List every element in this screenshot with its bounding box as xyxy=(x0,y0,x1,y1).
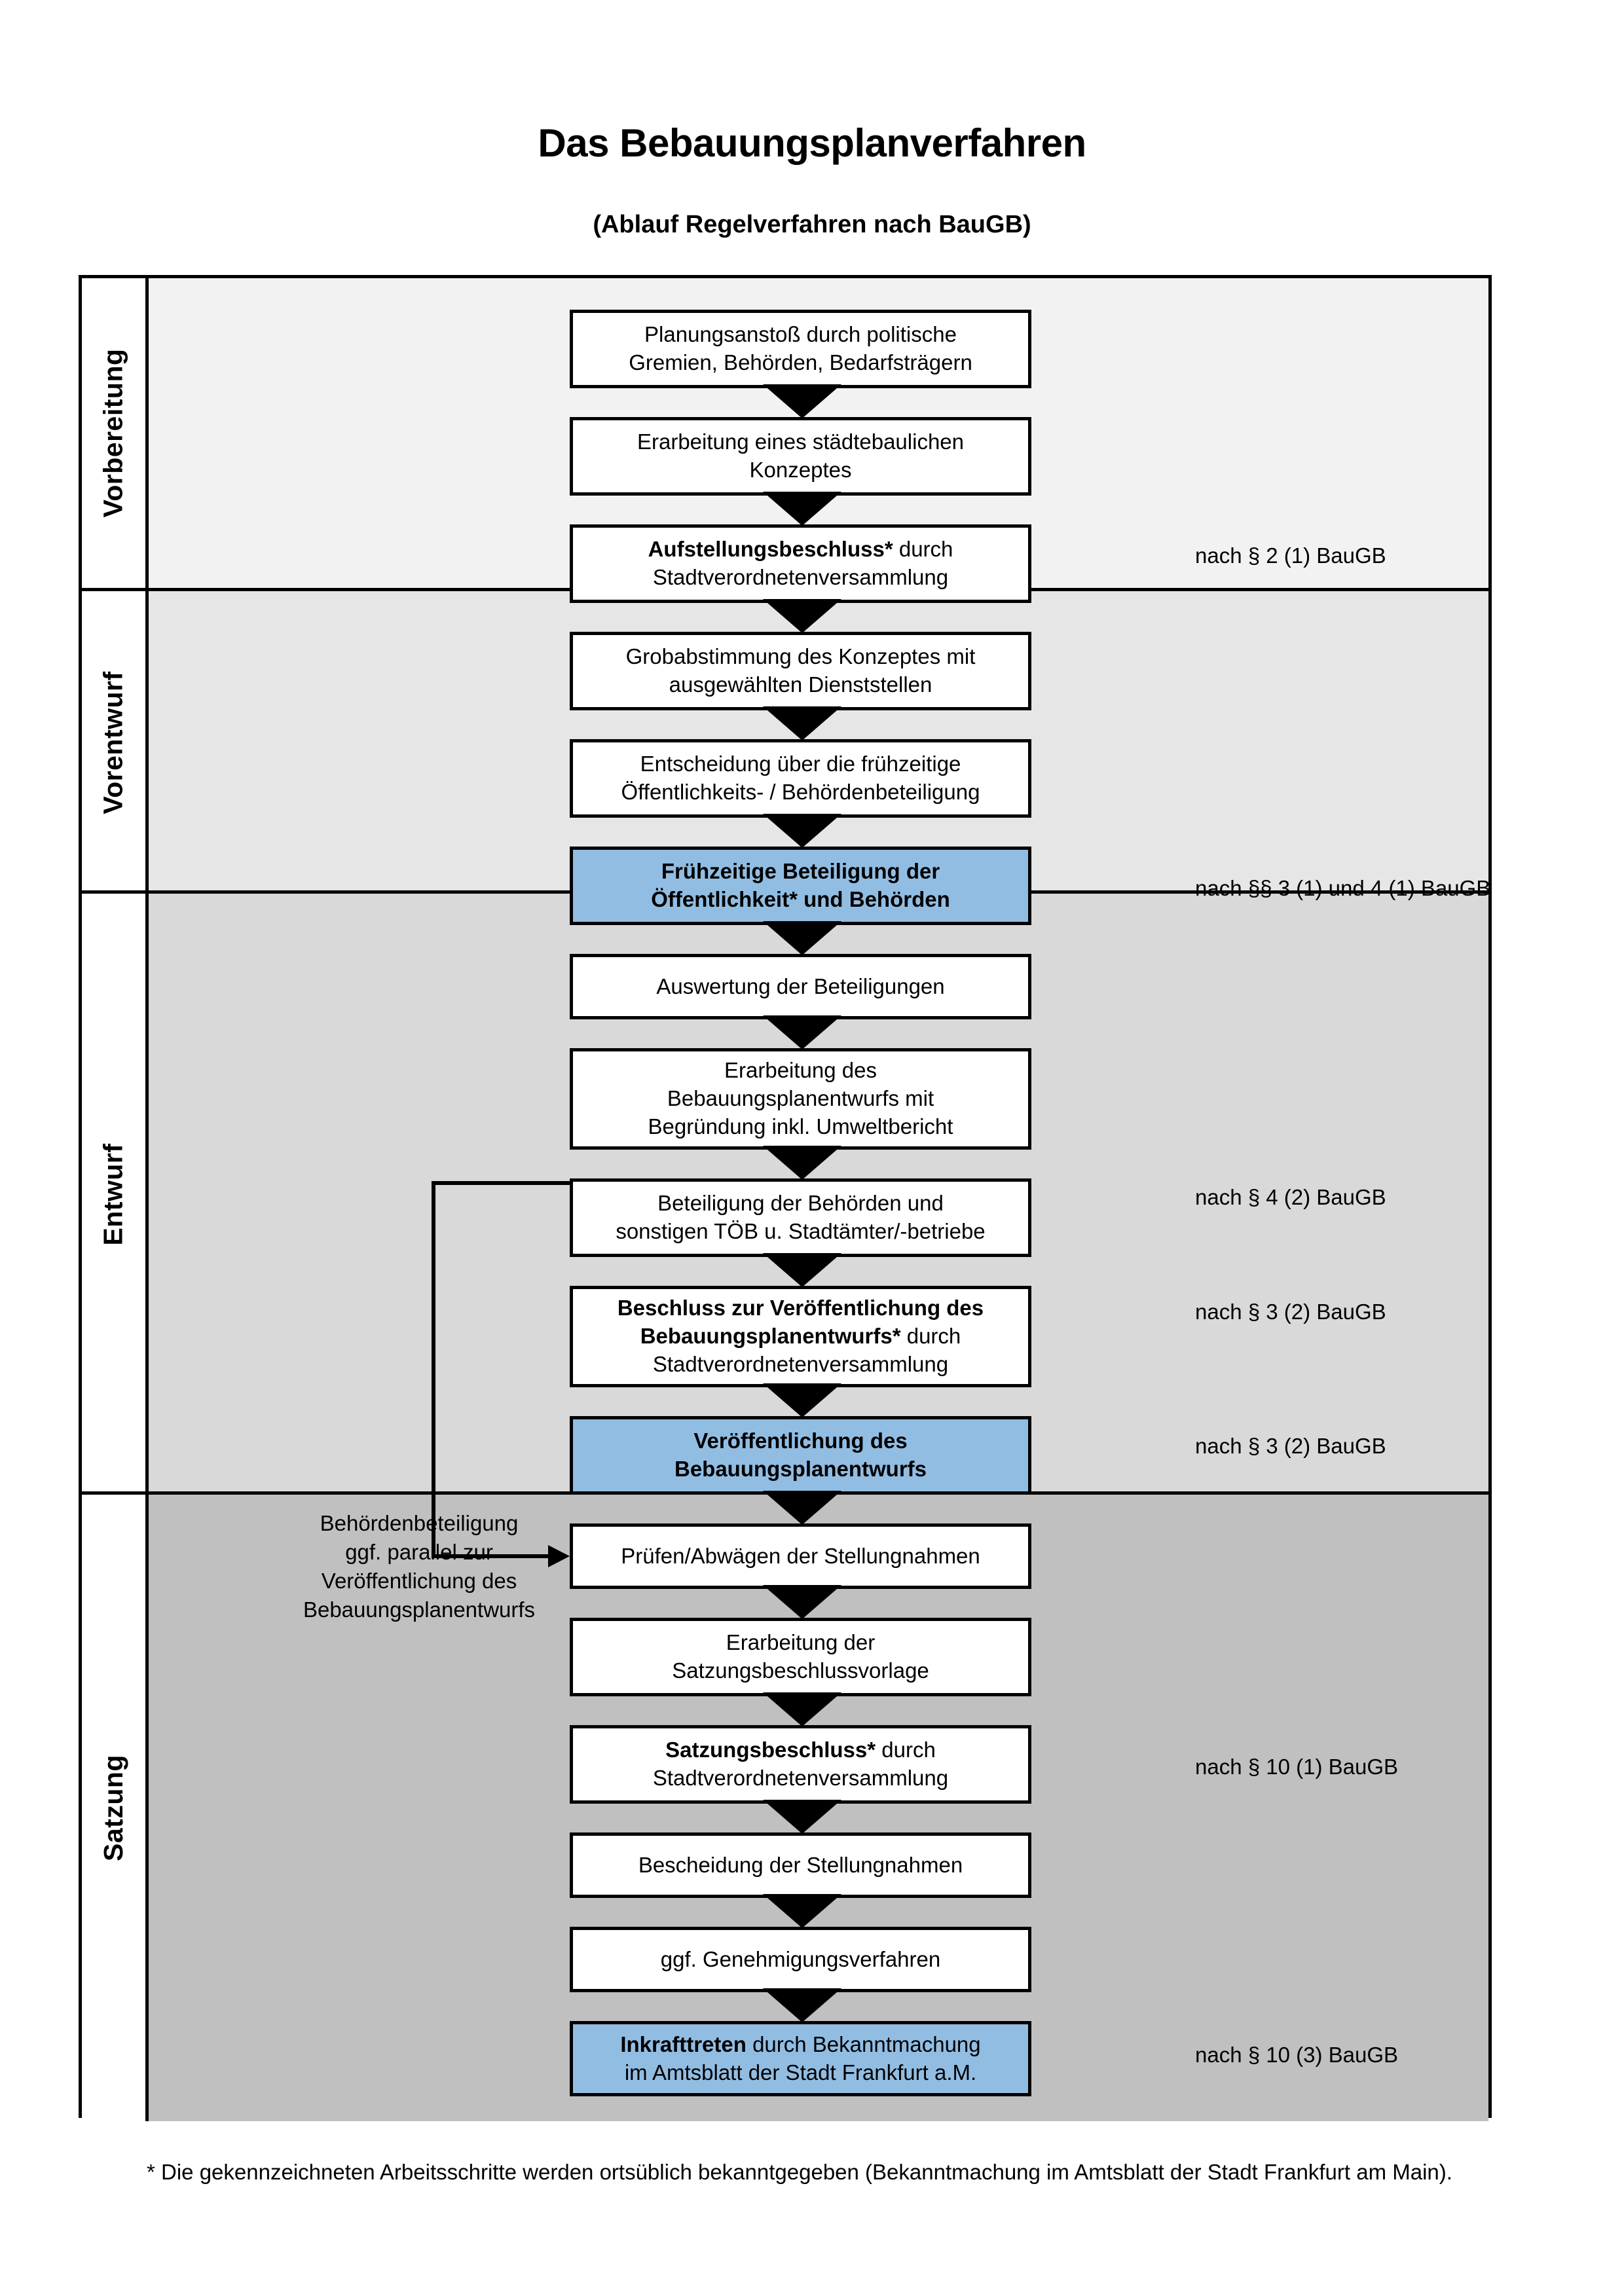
step-box-7[interactable]: Auswertung der Beteiligungen xyxy=(570,954,1031,1019)
flowchart-frame: Vorbereitung Vorentwurf Entwurf Satzung … xyxy=(79,275,1492,2121)
page-title: Das Bebauungsplanverfahren xyxy=(538,121,1086,165)
page-subtitle: (Ablauf Regelverfahren nach BauGB) xyxy=(593,211,1031,238)
law-ref-6: nach § 10 (1) BauGB xyxy=(1195,1755,1399,1779)
step-3-bold: Aufstellungsbeschluss* xyxy=(648,537,893,562)
arrow-3-4 xyxy=(763,599,841,633)
band-label-entwurf: Entwurf xyxy=(82,894,149,1495)
step-box-6-highlight[interactable]: Frühzeitige Beteiligung der Öffentlichke… xyxy=(570,847,1031,925)
arrow-13-14 xyxy=(763,1692,841,1726)
step-8-line-1: Erarbeitung des xyxy=(724,1058,877,1083)
step-box-13[interactable]: Erarbeitung der Satzungsbeschlussvorlage xyxy=(570,1618,1031,1696)
step-10-bold-1: Beschluss zur Veröffentlichung des xyxy=(617,1296,984,1321)
step-box-16[interactable]: ggf. Genehmigungsverfahren xyxy=(570,1927,1031,1992)
step-1-line-1: Planungsanstoß durch politische xyxy=(644,322,957,347)
step-box-1[interactable]: Planungsanstoß durch politische Gremien,… xyxy=(570,310,1031,388)
arrow-12-13 xyxy=(763,1585,841,1619)
step-box-15[interactable]: Bescheidung der Stellungnahmen xyxy=(570,1832,1031,1898)
step-17-line-2: im Amtsblatt der Stadt Frankfurt a.M. xyxy=(624,2060,977,2085)
step-6-line-2: Öffentlichkeit* und Behörden xyxy=(651,887,950,911)
step-16-line-1: ggf. Genehmigungsverfahren xyxy=(660,1946,941,1971)
step-10-rest: durch xyxy=(900,1324,961,1349)
band-label-vorentwurf: Vorentwurf xyxy=(82,591,149,894)
step-9-line-2: sonstigen TÖB u. Stadtämter/-betriebe xyxy=(616,1219,986,1243)
step-box-9[interactable]: Beteiligung der Behörden und sonstigen T… xyxy=(570,1178,1031,1257)
side-note-line-3: Veröffentlichung des xyxy=(321,1568,517,1593)
step-7-line-1: Auswertung der Beteiligungen xyxy=(656,974,945,998)
arrow-4-5 xyxy=(763,706,841,740)
law-ref-3: nach § 4 (2) BauGB xyxy=(1195,1185,1386,1209)
step-3-rest: durch xyxy=(893,537,953,562)
step-13-line-2: Satzungsbeschlussvorlage xyxy=(672,1658,929,1683)
footnote: * Die gekennzeichneten Arbeitsschritte w… xyxy=(147,2160,1452,2184)
law-ref-7: nach § 10 (3) BauGB xyxy=(1195,2043,1399,2067)
step-11-line-1: Veröffentlichung des xyxy=(693,1429,908,1453)
step-12-line-1: Prüfen/Abwägen der Stellungnahmen xyxy=(621,1543,980,1568)
step-3-line-2: Stadtverordnetenversammlung xyxy=(652,565,949,589)
arrow-15-16 xyxy=(763,1894,841,1928)
step-1-line-2: Gremien, Behörden, Bedarfsträgern xyxy=(629,350,972,374)
step-box-10[interactable]: Beschluss zur Veröffentlichung des Bebau… xyxy=(570,1286,1031,1387)
step-box-11-highlight[interactable]: Veröffentlichung des Bebauungsplanentwur… xyxy=(570,1416,1031,1495)
arrow-8-9 xyxy=(763,1146,841,1180)
law-ref-4: nach § 3 (2) BauGB xyxy=(1195,1300,1386,1324)
band-label-vorbereitung: Vorbereitung xyxy=(82,278,149,588)
arrow-2-3 xyxy=(763,492,841,526)
step-17-bold: Inkrafttreten xyxy=(620,2032,747,2056)
step-2-line-2: Konzeptes xyxy=(749,458,852,482)
band-label-satzung: Satzung xyxy=(82,1495,149,2121)
side-note-line-4: Bebauungsplanentwurfs xyxy=(303,1597,536,1622)
law-ref-1: nach § 2 (1) BauGB xyxy=(1195,543,1386,568)
step-17-rest: durch Bekanntmachung xyxy=(746,2032,981,2056)
step-15-line-1: Bescheidung der Stellungnahmen xyxy=(638,1852,963,1877)
step-box-3[interactable]: Aufstellungsbeschluss* durch Stadtverord… xyxy=(570,524,1031,603)
arrow-11-12 xyxy=(763,1491,841,1525)
step-box-5[interactable]: Entscheidung über die frühzeitige Öffent… xyxy=(570,739,1031,818)
step-box-8[interactable]: Erarbeitung des Bebauungsplanentwurfs mi… xyxy=(570,1048,1031,1150)
arrow-7-8 xyxy=(763,1015,841,1049)
step-8-line-2: Bebauungsplanentwurfs mit xyxy=(667,1086,934,1111)
side-note-behoerdenbeteiligung: Behördenbeteiligung ggf. parallel zur Ve… xyxy=(278,1509,560,1624)
arrow-14-15 xyxy=(763,1800,841,1834)
step-4-line-2: ausgewählten Dienststellen xyxy=(669,672,932,697)
step-11-line-2: Bebauungsplanentwurfs xyxy=(674,1457,927,1481)
step-8-line-3: Begründung inkl. Umweltbericht xyxy=(648,1114,953,1139)
step-box-17-highlight[interactable]: Inkrafttreten durch Bekanntmachung im Am… xyxy=(570,2021,1031,2096)
step-13-line-1: Erarbeitung der xyxy=(726,1630,876,1655)
side-note-line-1: Behördenbeteiligung xyxy=(320,1511,519,1535)
arrow-6-7 xyxy=(763,921,841,955)
step-14-rest: durch xyxy=(876,1738,936,1762)
step-2-line-1: Erarbeitung eines städtebaulichen xyxy=(637,429,964,454)
step-14-bold: Satzungsbeschluss* xyxy=(665,1738,876,1762)
step-10-bold-2: Bebauungsplanentwurfs* xyxy=(640,1324,901,1349)
arrow-9-10 xyxy=(763,1253,841,1287)
law-ref-5: nach § 3 (2) BauGB xyxy=(1195,1434,1386,1458)
step-9-line-1: Beteiligung der Behörden und xyxy=(657,1191,944,1216)
step-14-line-2: Stadtverordnetenversammlung xyxy=(652,1766,949,1790)
step-box-4[interactable]: Grobabstimmung des Konzeptes mit ausgewä… xyxy=(570,632,1031,710)
step-5-line-2: Öffentlichkeits- / Behördenbeteiligung xyxy=(621,780,980,804)
arrow-1-2 xyxy=(763,384,841,418)
arrow-5-6 xyxy=(763,814,841,848)
arrow-16-17 xyxy=(763,1988,841,2022)
step-box-12[interactable]: Prüfen/Abwägen der Stellungnahmen xyxy=(570,1523,1031,1589)
step-10-line-3: Stadtverordnetenversammlung xyxy=(652,1351,949,1376)
step-6-line-1: Frühzeitige Beteiligung der xyxy=(661,859,940,884)
step-5-line-1: Entscheidung über die frühzeitige xyxy=(640,752,961,776)
law-ref-2: nach §§ 3 (1) und 4 (1) BauGB xyxy=(1195,876,1491,900)
step-4-line-1: Grobabstimmung des Konzeptes mit xyxy=(625,644,976,669)
arrow-10-11 xyxy=(763,1383,841,1417)
step-box-14[interactable]: Satzungsbeschluss* durch Stadtverordnete… xyxy=(570,1725,1031,1804)
side-note-line-2: ggf. parallel zur xyxy=(345,1539,493,1564)
step-box-2[interactable]: Erarbeitung eines städtebaulichen Konzep… xyxy=(570,417,1031,496)
